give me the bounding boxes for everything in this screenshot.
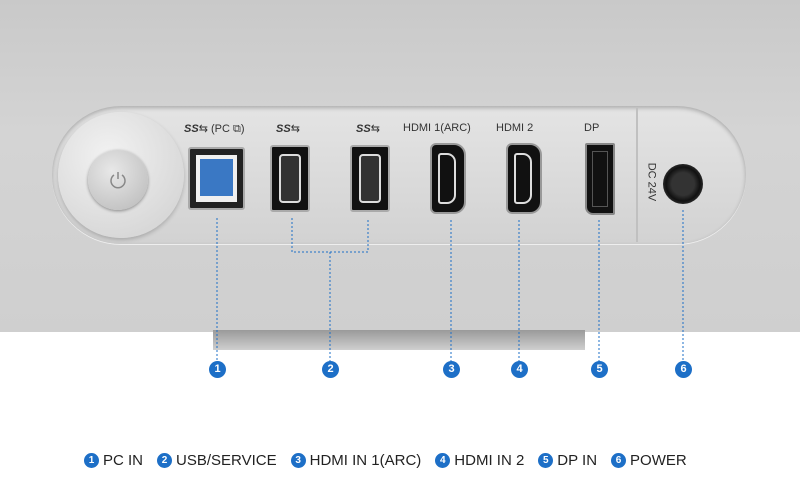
callout-6: 6 [675, 361, 692, 378]
legend-num: 2 [157, 453, 173, 468]
label-dp: DP [584, 122, 600, 134]
legend-label: HDMI IN 2 [454, 452, 525, 469]
usb-b-port [188, 147, 245, 210]
callout-1: 1 [209, 361, 226, 378]
power-icon [110, 172, 126, 189]
hdmi-port-2 [506, 143, 542, 214]
legend-label: USB/SERVICE [176, 452, 277, 469]
dc-power-jack [663, 164, 703, 204]
legend-num: 1 [84, 453, 99, 468]
legend-num: 3 [290, 453, 306, 468]
label-usb-a1: SS⇆ [276, 123, 300, 135]
power-button[interactable] [88, 150, 148, 210]
callout-2: 2 [322, 361, 339, 378]
label-usb-b: SS⇆ (PC ⧉) [184, 123, 245, 135]
legend-label: HDMI IN 1(ARC) [309, 452, 422, 469]
label-hdmi2: HDMI 2 [496, 122, 534, 134]
displayport-port [585, 143, 615, 215]
label-hdmi1: HDMI 1(ARC) [403, 122, 471, 134]
legend-label: DP IN [557, 452, 598, 469]
monitor-stand [213, 330, 585, 350]
legend-label: POWER [630, 452, 687, 469]
usb-a-port-1 [270, 145, 310, 212]
callout-3: 3 [443, 361, 460, 378]
legend-num: 4 [435, 453, 451, 468]
legend-item: 1 PC IN [84, 452, 143, 469]
label-usb-a2: SS⇆ [356, 123, 380, 135]
callout-5: 5 [591, 361, 608, 378]
callout-4: 4 [511, 361, 528, 378]
callout-line-2 [291, 218, 369, 362]
usb-a-port-2 [350, 145, 390, 212]
hdmi-port-1 [430, 143, 466, 214]
legend-num: 5 [538, 453, 554, 468]
legend-num: 6 [611, 453, 627, 468]
legend-label: PC IN [103, 452, 144, 469]
panel-divider [636, 108, 638, 242]
